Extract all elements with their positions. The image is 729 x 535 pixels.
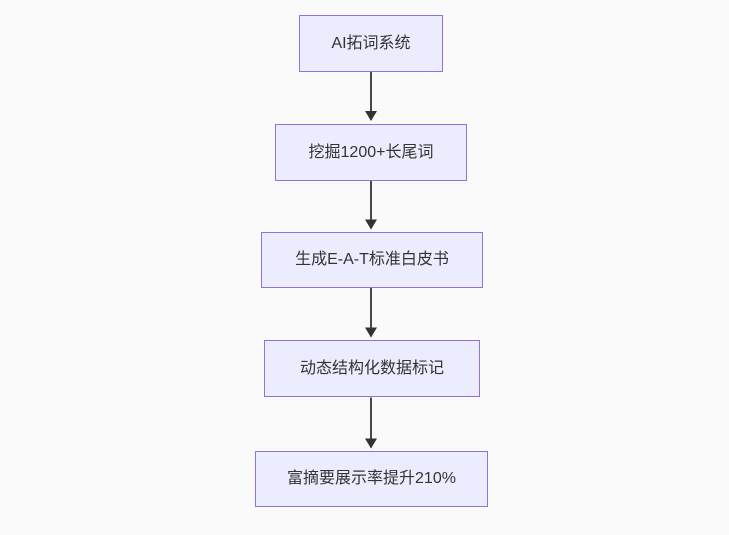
flow-node-rich-snippet-rate-increase: 富摘要展示率提升210% <box>255 451 488 507</box>
flow-node-mine-longtail-keywords: 挖掘1200+长尾词 <box>275 124 467 181</box>
flow-node-dynamic-structured-data-markup: 动态结构化数据标记 <box>264 340 480 397</box>
flow-node-generate-eat-whitepaper: 生成E-A-T标准白皮书 <box>261 232 483 288</box>
flow-node-ai-word-expansion-system: AI拓词系统 <box>299 15 443 72</box>
